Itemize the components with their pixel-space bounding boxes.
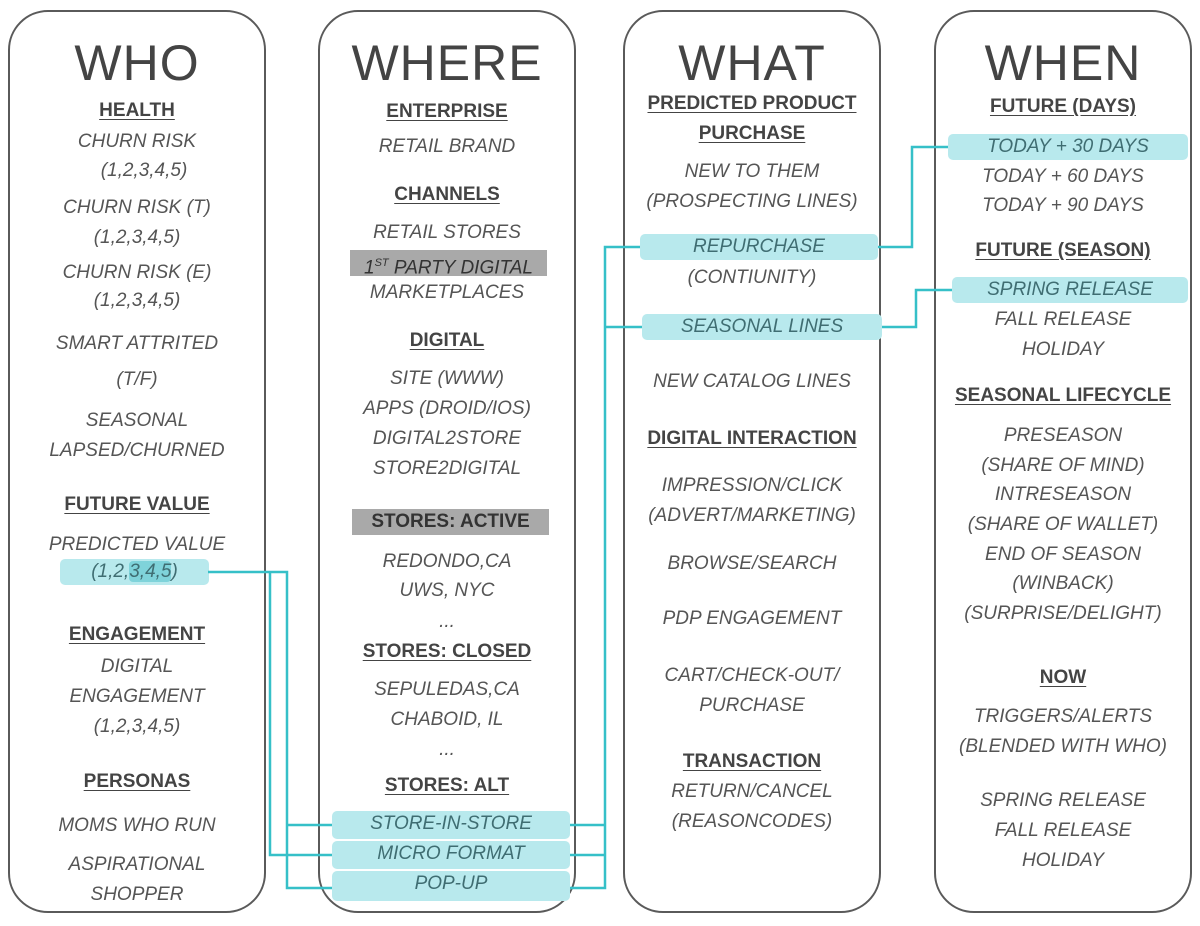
purchase-heading: PURCHASE xyxy=(698,123,806,144)
what-column: WHAT PREDICTED PRODUCT PURCHASE NEW TO T… xyxy=(623,10,882,913)
scale-text: ) xyxy=(171,561,178,582)
health-heading: HEALTH xyxy=(99,100,175,121)
digital-interaction-heading: DIGITAL INTERACTION xyxy=(647,428,857,449)
when-item: PRESEASON xyxy=(1003,425,1123,446)
where-item: SEPULEDAS,CA xyxy=(374,679,520,700)
repurchase[interactable]: REPURCHASE xyxy=(640,234,878,260)
transaction-heading: TRANSACTION xyxy=(682,751,822,772)
stores-active-heading: STORES: ACTIVE xyxy=(352,509,549,535)
predicted-product-heading: PREDICTED PRODUCT xyxy=(647,93,857,114)
who-item: MOMS WHO RUN xyxy=(58,815,216,836)
spring-release-highlight[interactable]: SPRING RELEASE xyxy=(952,277,1188,303)
what-item: CART/CHECK-OUT/ xyxy=(664,665,840,686)
enterprise-heading: ENTERPRISE xyxy=(386,101,508,122)
where-item: UWS, NYC xyxy=(399,580,495,601)
now-heading: NOW xyxy=(1039,667,1087,688)
what-item: RETURN/CANCEL xyxy=(671,781,833,802)
stores-closed-heading: STORES: CLOSED xyxy=(362,641,532,662)
predicted-value-scale[interactable]: (1,2,3,4,5) xyxy=(60,559,209,585)
where-item: APPS (DROID/IOS) xyxy=(363,398,531,419)
today-30-days[interactable]: TODAY + 30 DAYS xyxy=(948,134,1188,160)
what-item: (PROSPECTING LINES) xyxy=(646,191,858,212)
what-item: PDP ENGAGEMENT xyxy=(662,608,842,629)
where-title: WHERE xyxy=(351,35,543,91)
what-item: NEW CATALOG LINES xyxy=(653,371,851,392)
who-title: WHO xyxy=(74,35,200,91)
who-item: (1,2,3,4,5) xyxy=(93,227,181,248)
channels-heading: CHANNELS xyxy=(394,184,500,205)
when-item: END OF SEASON xyxy=(985,544,1141,565)
seasonal-lines[interactable]: SEASONAL LINES xyxy=(642,314,882,340)
where-item: RETAIL BRAND xyxy=(378,136,516,157)
micro-format[interactable]: MICRO FORMAT xyxy=(332,841,570,869)
who-item: (1,2,3,4,5) xyxy=(100,160,188,181)
personas-heading: PERSONAS xyxy=(83,771,191,792)
when-item: FALL RELEASE xyxy=(994,820,1132,841)
when-item: (WINBACK) xyxy=(1012,573,1114,594)
when-column: WHEN FUTURE (DAYS) TODAY + 30 DAYS TODAY… xyxy=(934,10,1192,913)
who-item: SHOPPER xyxy=(90,884,184,905)
where-item: MARKETPLACES xyxy=(369,282,525,303)
seasonal-lifecycle-heading: SEASONAL LIFECYCLE xyxy=(954,385,1172,406)
scale-text: (1,2, xyxy=(91,561,130,582)
when-item: (SHARE OF MIND) xyxy=(981,455,1145,476)
who-item: CHURN RISK xyxy=(77,131,197,152)
scale-highlight: 3,4,5 xyxy=(129,561,172,582)
when-item: TRIGGERS/ALERTS xyxy=(973,706,1153,727)
fp-rest: PARTY DIGITAL xyxy=(388,257,533,279)
where-item: CHABOID, IL xyxy=(390,709,504,730)
who-item: CHURN RISK (E) xyxy=(62,262,212,283)
when-item: TODAY + 60 DAYS xyxy=(982,166,1144,187)
what-item: BROWSE/SEARCH xyxy=(667,553,837,574)
who-item: (T/F) xyxy=(116,369,158,390)
fp-sup: ST xyxy=(374,257,389,269)
where-item: ... xyxy=(439,739,455,760)
store-in-store[interactable]: STORE-IN-STORE xyxy=(332,811,570,839)
stores-alt-heading: STORES: ALT xyxy=(384,775,510,796)
what-item: NEW TO THEM xyxy=(684,161,820,182)
who-item: ENGAGEMENT xyxy=(69,686,205,707)
what-title: WHAT xyxy=(678,35,826,91)
what-item: (CONTIUNITY) xyxy=(687,267,817,288)
where-column: WHERE ENTERPRISE RETAIL BRAND CHANNELS R… xyxy=(318,10,576,913)
who-item: DIGITAL xyxy=(100,656,174,677)
who-item: SEASONAL xyxy=(85,410,189,431)
where-item: DIGITAL2STORE xyxy=(372,428,522,449)
future-value-heading: FUTURE VALUE xyxy=(64,494,210,515)
where-item: ... xyxy=(439,611,455,632)
when-item: (SURPRISE/DELIGHT) xyxy=(964,603,1162,624)
digital-heading: DIGITAL xyxy=(409,330,485,351)
who-item: PREDICTED VALUE xyxy=(48,534,226,555)
when-item: (BLENDED WITH WHO) xyxy=(959,736,1167,757)
when-item: TODAY + 90 DAYS xyxy=(982,195,1144,216)
what-item: IMPRESSION/CLICK xyxy=(661,475,843,496)
who-item: (1,2,3,4,5) xyxy=(93,716,181,737)
where-item: RETAIL STORES xyxy=(373,222,521,243)
who-item: SMART ATTRITED xyxy=(55,333,219,354)
who-item: ASPIRATIONAL xyxy=(68,854,206,875)
who-item: CHURN RISK (T) xyxy=(63,197,211,218)
first-party-digital: 1ST PARTY DIGITAL xyxy=(350,250,547,279)
when-item: INTRESEASON xyxy=(994,484,1132,505)
where-item: STORE2DIGITAL xyxy=(372,458,522,479)
what-item: (REASONCODES) xyxy=(671,811,833,832)
pop-up[interactable]: POP-UP xyxy=(332,871,570,901)
who-column: WHO HEALTH CHURN RISK (1,2,3,4,5) CHURN … xyxy=(8,10,266,913)
who-item: LAPSED/CHURNED xyxy=(49,440,225,461)
where-item: SITE (WWW) xyxy=(390,368,504,389)
when-item: (SHARE OF WALLET) xyxy=(967,514,1159,535)
what-item: PURCHASE xyxy=(699,695,805,716)
when-item: HOLIDAY xyxy=(1021,339,1104,360)
when-item: FALL RELEASE xyxy=(994,309,1132,330)
when-item: SPRING RELEASE xyxy=(980,790,1146,811)
when-item: HOLIDAY xyxy=(1021,850,1104,871)
what-item: (ADVERT/MARKETING) xyxy=(648,505,856,526)
future-season-heading: FUTURE (SEASON) xyxy=(975,240,1151,261)
where-item: REDONDO,CA xyxy=(382,551,512,572)
future-days-heading: FUTURE (DAYS) xyxy=(989,96,1137,117)
engagement-heading: ENGAGEMENT xyxy=(68,624,206,645)
who-item: (1,2,3,4,5) xyxy=(93,290,181,311)
when-title: WHEN xyxy=(984,35,1142,91)
fp-num: 1 xyxy=(364,257,375,279)
